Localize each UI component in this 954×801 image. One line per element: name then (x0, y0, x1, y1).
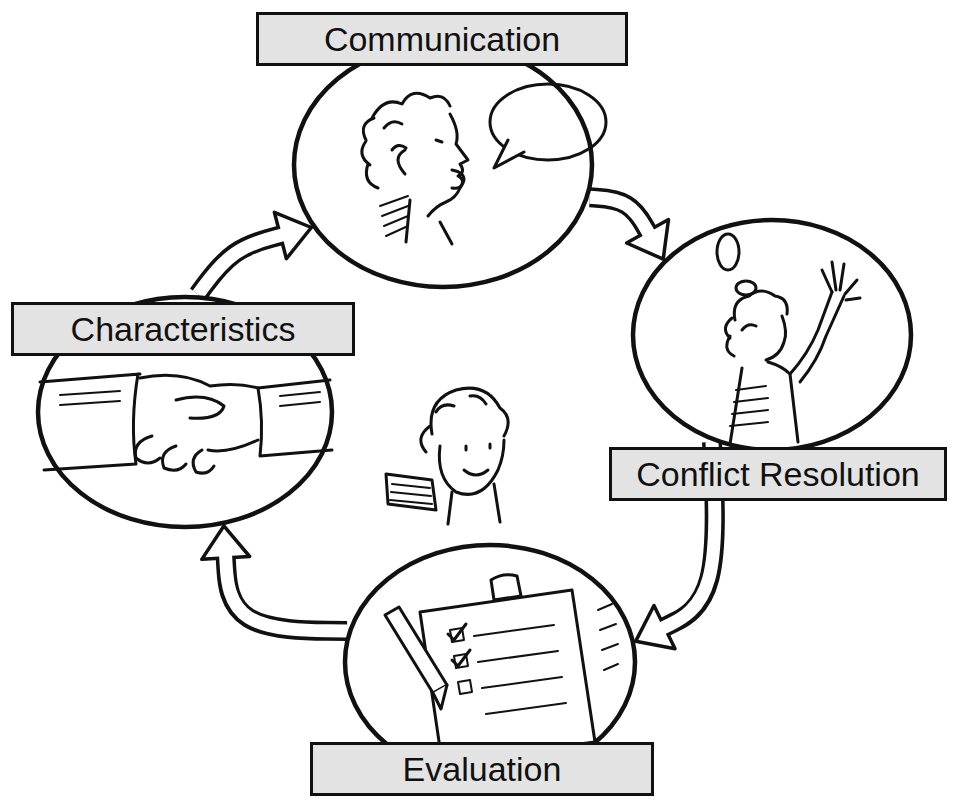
arrow-shaft-fill (225, 554, 347, 631)
right-sleeve (258, 380, 332, 456)
smiling-person (386, 388, 508, 524)
label-box: Communication (256, 12, 628, 66)
checklist-lines (474, 625, 566, 714)
neck (448, 484, 500, 524)
check-mark (448, 624, 470, 666)
body (730, 362, 798, 444)
node-label: Evaluation (403, 750, 562, 789)
circle-outline (633, 220, 911, 450)
pencil-tip (433, 685, 447, 709)
circle-outline (630, 217, 914, 453)
label-box: Conflict Resolution (609, 447, 947, 501)
hand-raising-person (717, 234, 860, 444)
label-box: Evaluation (310, 742, 654, 796)
thumb (176, 397, 224, 418)
open-mouth (452, 170, 464, 188)
left-sleeve (40, 374, 140, 470)
shading (730, 386, 768, 426)
circle-node: Characteristics (35, 294, 335, 530)
speech-bubble-tail (494, 140, 524, 168)
smile (464, 470, 488, 475)
cycle-arrow (590, 197, 669, 259)
hair-scribble (725, 291, 787, 356)
handshake (40, 374, 332, 473)
checkbox (458, 680, 472, 694)
fingers (822, 262, 860, 300)
shading (380, 196, 408, 236)
circle-node: Conflict Resolution (630, 217, 914, 453)
circle-node: Communication (291, 40, 595, 290)
label-box: Characteristics (11, 302, 355, 356)
ear (398, 150, 405, 174)
clipboard (385, 575, 618, 762)
shading (390, 484, 432, 504)
cycle-arrow (202, 526, 347, 631)
pencil (385, 607, 447, 693)
face (766, 316, 786, 360)
shading (598, 604, 618, 670)
node-label: Characteristics (71, 310, 296, 349)
circle-outline (38, 297, 332, 527)
fingers (135, 436, 214, 473)
hair-scribble (362, 93, 450, 188)
cycle-arrow (198, 212, 311, 294)
talking-person (362, 84, 606, 244)
shading (60, 391, 320, 406)
clipboard-board (420, 590, 595, 762)
hair-scribble (421, 388, 508, 452)
face-profile (428, 114, 468, 216)
circle-outline (291, 40, 595, 290)
node-label: Communication (324, 20, 560, 59)
raised-arm (790, 292, 844, 382)
thought-bubble (717, 234, 739, 270)
circle-node: Evaluation (342, 542, 638, 782)
hand (140, 375, 258, 451)
arrow-shaft-fill (198, 235, 284, 295)
eyes (466, 444, 490, 450)
eye (436, 140, 442, 142)
scarf (386, 474, 436, 510)
node-label: Conflict Resolution (636, 455, 919, 494)
circle-outline (294, 43, 592, 287)
neck (406, 200, 452, 244)
clipboard-clip (491, 575, 521, 600)
arrow-shaft-fill (590, 197, 650, 234)
